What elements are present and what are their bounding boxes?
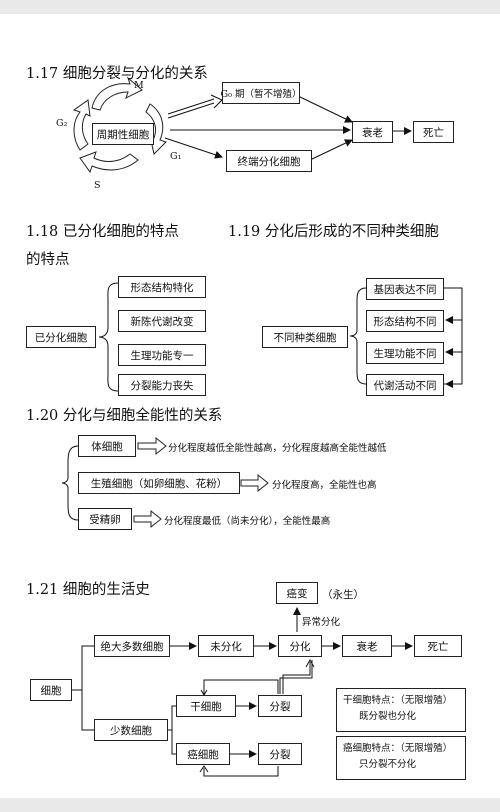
cancer-note-line-1: 癌细胞特点：（无限增殖）: [343, 743, 453, 754]
cancer-divide-box: 分裂: [258, 743, 302, 765]
immortal-label: （永生）: [322, 589, 364, 601]
feature-box-3: 生理功能专一: [118, 344, 206, 366]
germ-cell-text: 分化程度高，全能性也高: [272, 480, 377, 491]
stem-divide-box: 分裂: [258, 695, 302, 717]
g0-phase-box: G₀ 期（暂不增殖）: [221, 82, 301, 104]
stem-note-line-2: 既分裂也分化: [359, 711, 417, 722]
cycling-cell-box: 周期性细胞: [92, 123, 154, 145]
difference-box-2: 形态结构不同: [366, 310, 444, 332]
cancer-cell-note: 癌细胞特点：（无限增殖） 只分裂不分化: [336, 736, 466, 780]
phase-g1-label: G₁: [170, 151, 182, 162]
feature-box-4: 分裂能力丧失: [118, 374, 206, 396]
feature-box-1: 形态结构特化: [118, 276, 206, 298]
death-box-2: 死亡: [414, 635, 462, 657]
differentiation-box: 分化: [278, 635, 322, 657]
difference-box-1: 基因表达不同: [366, 278, 444, 300]
section-title-1-21: 1.21 细胞的生活史: [26, 582, 150, 598]
cell-types-box: 不同种类细胞: [262, 326, 348, 348]
cancer-cell-box: 癌细胞: [176, 743, 230, 765]
section-title-1-18-line2: 的特点: [26, 252, 70, 268]
germ-cell-box: 生殖细胞（如卵细胞、花粉）: [78, 472, 240, 494]
cell-root-box: 细胞: [30, 679, 72, 701]
section-title-1-18: 1.18 已分化细胞的特点: [26, 224, 179, 240]
cell-cycle-ring: [72, 76, 167, 174]
zygote-box: 受精卵: [78, 508, 132, 530]
abnormal-differentiation-label: 异常分化: [302, 617, 341, 628]
difference-box-3: 生理功能不同: [366, 342, 444, 364]
section-title-1-20: 1.20 分化与细胞全能性的关系: [26, 408, 223, 424]
feature-box-2: 新陈代谢改变: [118, 310, 206, 332]
difference-box-4: 代谢活动不同: [366, 374, 444, 396]
phase-m-label: M: [134, 80, 144, 91]
top-edge: [0, 0, 500, 14]
aging-box-2: 衰老: [342, 635, 392, 657]
differentiated-cell-box: 已分化细胞: [26, 326, 96, 348]
stem-cell-note: 干细胞特点：（无限增殖） 既分裂也分化: [336, 688, 466, 732]
bottom-edge: [0, 798, 500, 812]
minority-cells-box: 少数细胞: [94, 719, 168, 741]
somatic-cell-text: 分化程度越低全能性越高，分化程度越高全能性越低: [168, 443, 387, 454]
cancer-change-box: 癌变: [276, 582, 318, 604]
undifferentiated-box: 未分化: [198, 635, 254, 657]
stem-cell-box: 干细胞: [176, 695, 236, 717]
somatic-cell-box: 体细胞: [78, 435, 136, 457]
terminal-differentiated-box: 终端分化细胞: [226, 150, 312, 172]
majority-cells-box: 绝大多数细胞: [94, 635, 170, 657]
phase-s-label: S: [94, 180, 101, 191]
phase-g2-label: G₂: [56, 118, 68, 129]
aging-box-1: 衰老: [352, 121, 393, 143]
stem-note-line-1: 干细胞特点：（无限增殖）: [343, 695, 453, 706]
cancer-note-line-2: 只分裂不分化: [359, 759, 417, 770]
death-box-1: 死亡: [413, 121, 454, 143]
zygote-text: 分化程度最低（尚未分化），全能性最高: [164, 516, 331, 527]
section-title-1-19: 1.19 分化后形成的不同种类细胞: [228, 224, 439, 240]
section-title-1-17: 1.17 细胞分裂与分化的关系: [26, 66, 208, 82]
